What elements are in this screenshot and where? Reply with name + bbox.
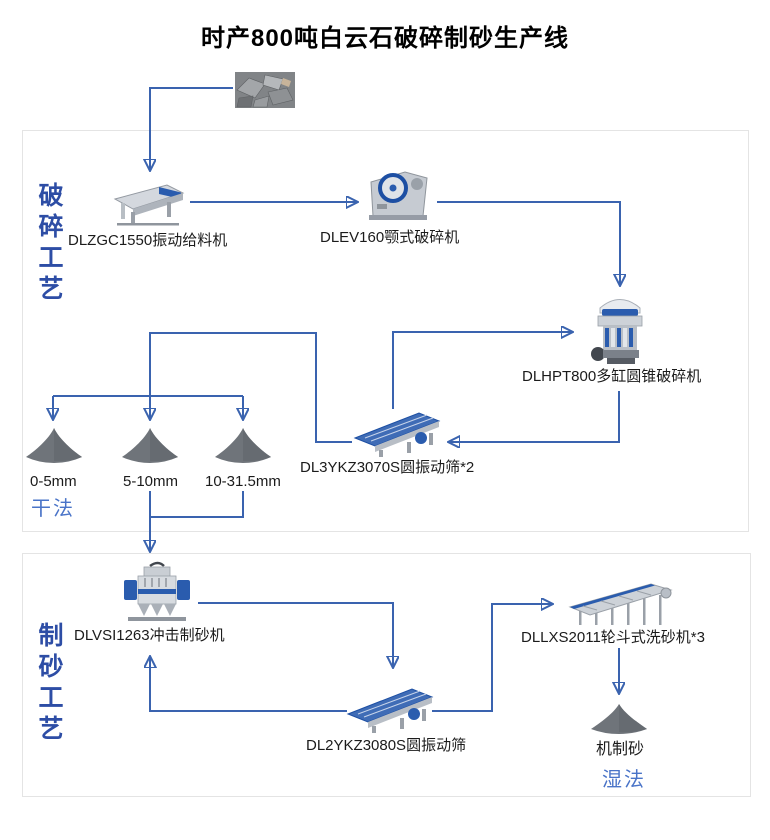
screen1-label: DL3YKZ3070S圆振动筛*2 [300,459,475,476]
pile-5-10mm-icon [122,428,178,463]
sand-washer-icon [568,583,673,625]
pile-10-31-5mm-icon [215,428,271,463]
screen2-label: DL2YKZ3080S圆振动筛 [306,737,467,754]
vibrating-screen2-icon [346,688,434,733]
dry-method-label: 干法 [31,498,75,520]
wet-method-label: 湿法 [602,769,646,791]
sand-making-section-label: 制砂工艺 [35,622,63,746]
pile-5-10mm-label: 5-10mm [123,473,179,490]
cone-crusher-icon [591,299,643,364]
cone-crusher-label: DLHPT800多缸圆锥破碎机 [522,368,702,385]
machine-sand-label: 机制砂 [596,741,645,758]
crushing-section-label: 破碎工艺 [35,182,63,306]
sand-washer-label: DLLXS2011轮斗式洗砂机*3 [521,629,705,646]
page-title: 时产800吨白云石破碎制砂生产线 [200,25,570,52]
pile-0-5mm-icon [26,428,82,463]
vibrating-screen1-icon [353,412,441,457]
vsi-crusher-label: DLVSI1263冲击制砂机 [74,627,225,644]
machine-sand-pile-icon [591,704,647,734]
jaw-crusher-label: DLEV160颚式破碎机 [320,229,460,246]
feeder-label: DLZGC1550振动给料机 [68,232,228,249]
pile-10-31-5mm-label: 10-31.5mm [205,473,281,490]
vsi-sand-maker-icon [124,561,190,621]
pile-0-5mm-label: 0-5mm [30,473,77,490]
dolomite-rock-photo-icon [235,72,295,108]
jaw-crusher-icon [369,171,428,220]
vibrating-feeder-icon [113,184,185,226]
